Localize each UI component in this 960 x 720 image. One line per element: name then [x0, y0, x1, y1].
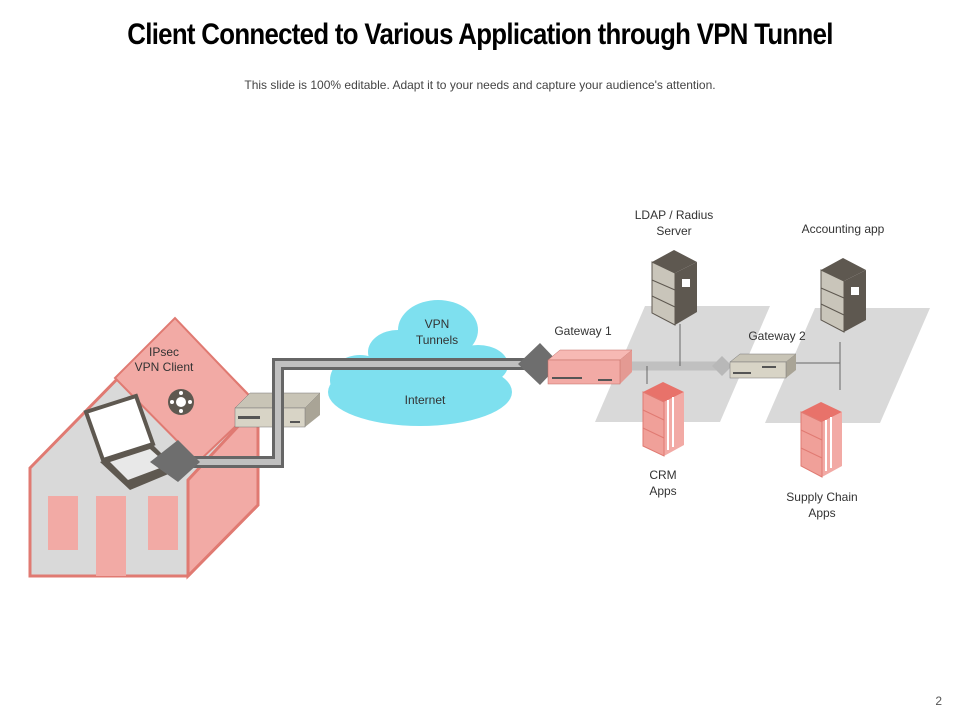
page-number: 2: [935, 694, 942, 708]
supply-label-line2: Apps: [808, 506, 835, 520]
house-door: [96, 496, 126, 576]
connector-lines: [646, 324, 841, 390]
gateway-1-icon: [547, 349, 633, 385]
accounting-label: Accounting app: [802, 222, 885, 236]
accounting-server-icon: [820, 258, 866, 333]
house-window-right: [148, 496, 178, 550]
ldap-label-line2: Server: [656, 224, 691, 238]
ldap-server-icon: [651, 250, 697, 326]
gateway-2-label: Gateway 2: [748, 329, 806, 343]
slide-subtitle: This slide is 100% editable. Adapt it to…: [244, 78, 716, 92]
gateway-2-icon: [729, 353, 797, 379]
client-label-line1: IPsec: [149, 345, 179, 359]
supply-chain-server-stack-icon: [800, 402, 842, 478]
vpn-client-icon: [168, 389, 194, 415]
internet-cloud: [328, 300, 512, 426]
gateway-1-label: Gateway 1: [554, 324, 612, 338]
slide-title: Client Connected to Various Application …: [127, 18, 833, 51]
crm-server-stack-icon: [642, 382, 684, 457]
internet-label: Internet: [405, 393, 446, 407]
cloud-label-line1: VPN: [425, 317, 450, 331]
client-label-line2: VPN Client: [135, 360, 194, 374]
crm-label-line1: CRM: [649, 468, 676, 482]
crm-label-line2: Apps: [649, 484, 676, 498]
platform-2: [765, 308, 930, 423]
house-window-left: [48, 496, 78, 550]
supply-label-line1: Supply Chain: [786, 490, 857, 504]
tunnel-end-client: [150, 440, 200, 482]
cloud-label-line2: Tunnels: [416, 333, 458, 347]
client-router-icon: [234, 392, 321, 428]
ldap-label-line1: LDAP / Radius: [635, 208, 714, 222]
